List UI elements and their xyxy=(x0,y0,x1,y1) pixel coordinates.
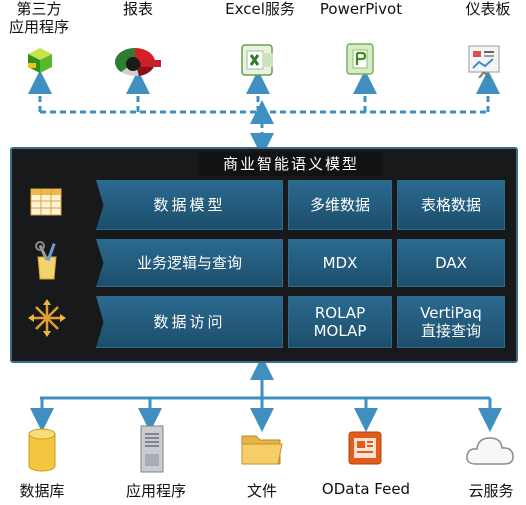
cloud-icon xyxy=(464,430,516,474)
top-label: 仪表板 xyxy=(465,0,511,18)
directquery-label: 直接查询 xyxy=(420,322,481,340)
odata-feed-icon xyxy=(347,430,385,472)
row-data-model-multidim: 多维数据 xyxy=(288,180,392,230)
bottom-label-database: 数据库 xyxy=(19,482,65,500)
semantic-model-panel: 商业智能语义模型 数据模型 多维数据 表格数据 业务逻辑与查询 MDX DAX xyxy=(10,147,518,363)
top-label: Excel服务 xyxy=(225,0,295,18)
top-item-third-party: 第三方 应用程序 xyxy=(6,0,72,36)
top-item-powerpivot: PowerPivot xyxy=(312,0,410,18)
table-grid-icon xyxy=(30,187,62,221)
top-label-line2: 应用程序 xyxy=(8,18,69,36)
arrows-icon xyxy=(28,299,66,341)
top-label: PowerPivot xyxy=(319,0,403,18)
row-data-model-tabular: 表格数据 xyxy=(397,180,505,230)
row-business-logic-main: 业务逻辑与查询 xyxy=(96,239,283,287)
top-dashed-bus xyxy=(28,70,500,157)
model-title: 商业智能语义模型 xyxy=(199,152,383,176)
excel-icon xyxy=(241,43,277,81)
bottom-label-application: 应用程序 xyxy=(125,482,186,500)
third-party-app-icon xyxy=(27,46,53,78)
top-label-line1: 第三方 xyxy=(16,0,62,18)
molap-label: MOLAP xyxy=(313,322,367,340)
row-business-logic-dax: DAX xyxy=(397,239,505,287)
vertipaq-label: VertiPaq xyxy=(420,304,482,322)
row-data-model-main: 数据模型 xyxy=(96,180,283,230)
bottom-label-file: 文件 xyxy=(246,482,277,500)
folder-icon xyxy=(240,430,284,472)
row-data-access-vertipaq: VertiPaq 直接查询 xyxy=(397,296,505,348)
bottom-label-cloud: 云服务 xyxy=(468,482,514,500)
server-icon xyxy=(138,424,166,478)
tools-icon xyxy=(32,241,62,285)
row-business-logic-mdx: MDX xyxy=(288,239,392,287)
top-label: 报表 xyxy=(122,0,153,18)
top-item-excel: Excel服务 xyxy=(215,0,305,18)
row-data-access-rolap-molap: ROLAP MOLAP xyxy=(288,296,392,348)
database-icon xyxy=(27,428,57,476)
report-icon xyxy=(111,44,163,82)
bottom-label-odata: OData Feed xyxy=(321,480,411,498)
row-data-access-main: 数据访问 xyxy=(96,296,283,348)
dashboard-icon xyxy=(465,44,505,82)
rolap-label: ROLAP xyxy=(314,304,366,322)
powerpivot-icon xyxy=(345,42,377,80)
bottom-solid-bus xyxy=(30,356,502,432)
top-item-dashboard: 仪表板 xyxy=(455,0,521,18)
top-item-report: 报表 xyxy=(118,0,158,18)
